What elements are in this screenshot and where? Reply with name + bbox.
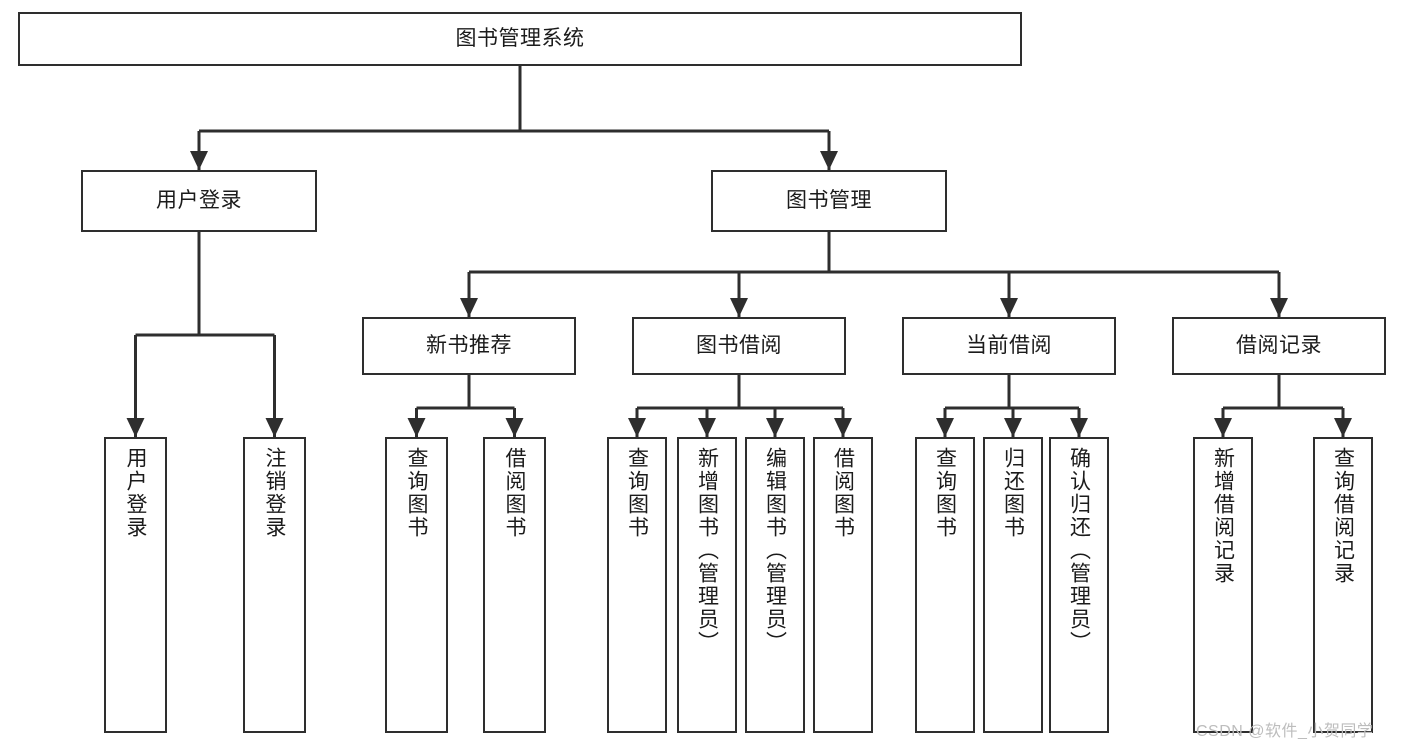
edge-arrowhead — [1004, 418, 1022, 437]
edge-arrowhead — [820, 151, 838, 170]
node-leaf-nb-query[interactable]: 查询图书 — [385, 437, 448, 733]
node-label: 查询图书 — [933, 447, 957, 539]
node-leaf-rc-query[interactable]: 查询借阅记录 — [1313, 437, 1373, 733]
node-newbook[interactable]: 新书推荐 — [362, 317, 576, 375]
edge-arrowhead — [1334, 418, 1352, 437]
node-leaf-rc-add[interactable]: 新增借阅记录 — [1193, 437, 1253, 733]
edge-arrowhead — [505, 418, 524, 437]
node-label: 新增图书（管理员） — [695, 447, 719, 654]
node-label: 用户登录 — [156, 188, 242, 212]
node-leaf-nb-borrow[interactable]: 借阅图书 — [483, 437, 546, 733]
edge-arrowhead — [407, 418, 426, 437]
edge-arrowhead — [834, 418, 852, 437]
node-label: 查询图书 — [405, 447, 428, 539]
edge-arrowhead — [766, 418, 784, 437]
edge-arrowhead — [730, 298, 748, 317]
edge-arrowhead — [1070, 418, 1088, 437]
node-label: 借阅图书 — [831, 447, 855, 539]
node-label: 用户登录 — [124, 447, 147, 539]
edge-arrowhead — [126, 418, 145, 437]
node-label: 查询图书 — [625, 447, 649, 539]
node-leaf-cu-return[interactable]: 归还图书 — [983, 437, 1043, 733]
node-label: 借阅图书 — [503, 447, 526, 539]
node-current[interactable]: 当前借阅 — [902, 317, 1116, 375]
node-login[interactable]: 用户登录 — [81, 170, 317, 232]
edge-arrowhead — [628, 418, 646, 437]
edge-arrowhead — [698, 418, 716, 437]
node-bookmgmt[interactable]: 图书管理 — [711, 170, 947, 232]
edge-arrowhead — [265, 418, 284, 437]
edge-arrowhead — [1214, 418, 1232, 437]
edge-arrowhead — [190, 151, 208, 170]
edge-arrowhead — [936, 418, 954, 437]
node-label: 新增借阅记录 — [1211, 447, 1235, 585]
node-leaf-bo-query[interactable]: 查询图书 — [607, 437, 667, 733]
node-records[interactable]: 借阅记录 — [1172, 317, 1386, 375]
node-leaf-bo-borrow[interactable]: 借阅图书 — [813, 437, 873, 733]
node-leaf-login[interactable]: 用户登录 — [104, 437, 167, 733]
node-label: 图书管理系统 — [455, 26, 585, 50]
node-label: 新书推荐 — [426, 333, 512, 357]
node-leaf-bo-add[interactable]: 新增图书（管理员） — [677, 437, 737, 733]
node-leaf-bo-edit[interactable]: 编辑图书（管理员） — [745, 437, 805, 733]
node-borrow[interactable]: 图书借阅 — [632, 317, 846, 375]
edge-arrowhead — [1270, 298, 1288, 317]
node-label: 确认归还（管理员） — [1067, 447, 1091, 654]
node-leaf-cu-confirm[interactable]: 确认归还（管理员） — [1049, 437, 1109, 733]
edge-arrowhead — [460, 298, 478, 317]
node-label: 编辑图书（管理员） — [763, 447, 787, 654]
node-label: 归还图书 — [1001, 447, 1025, 539]
node-label: 图书借阅 — [696, 333, 782, 357]
node-label: 注销登录 — [263, 447, 286, 539]
node-leaf-cu-query[interactable]: 查询图书 — [915, 437, 975, 733]
edge-arrowhead — [1000, 298, 1018, 317]
node-label: 当前借阅 — [966, 333, 1052, 357]
node-root[interactable]: 图书管理系统 — [18, 12, 1022, 66]
node-label: 查询借阅记录 — [1331, 447, 1355, 585]
node-label: 借阅记录 — [1236, 333, 1322, 357]
node-label: 图书管理 — [786, 188, 872, 212]
node-leaf-logout[interactable]: 注销登录 — [243, 437, 306, 733]
